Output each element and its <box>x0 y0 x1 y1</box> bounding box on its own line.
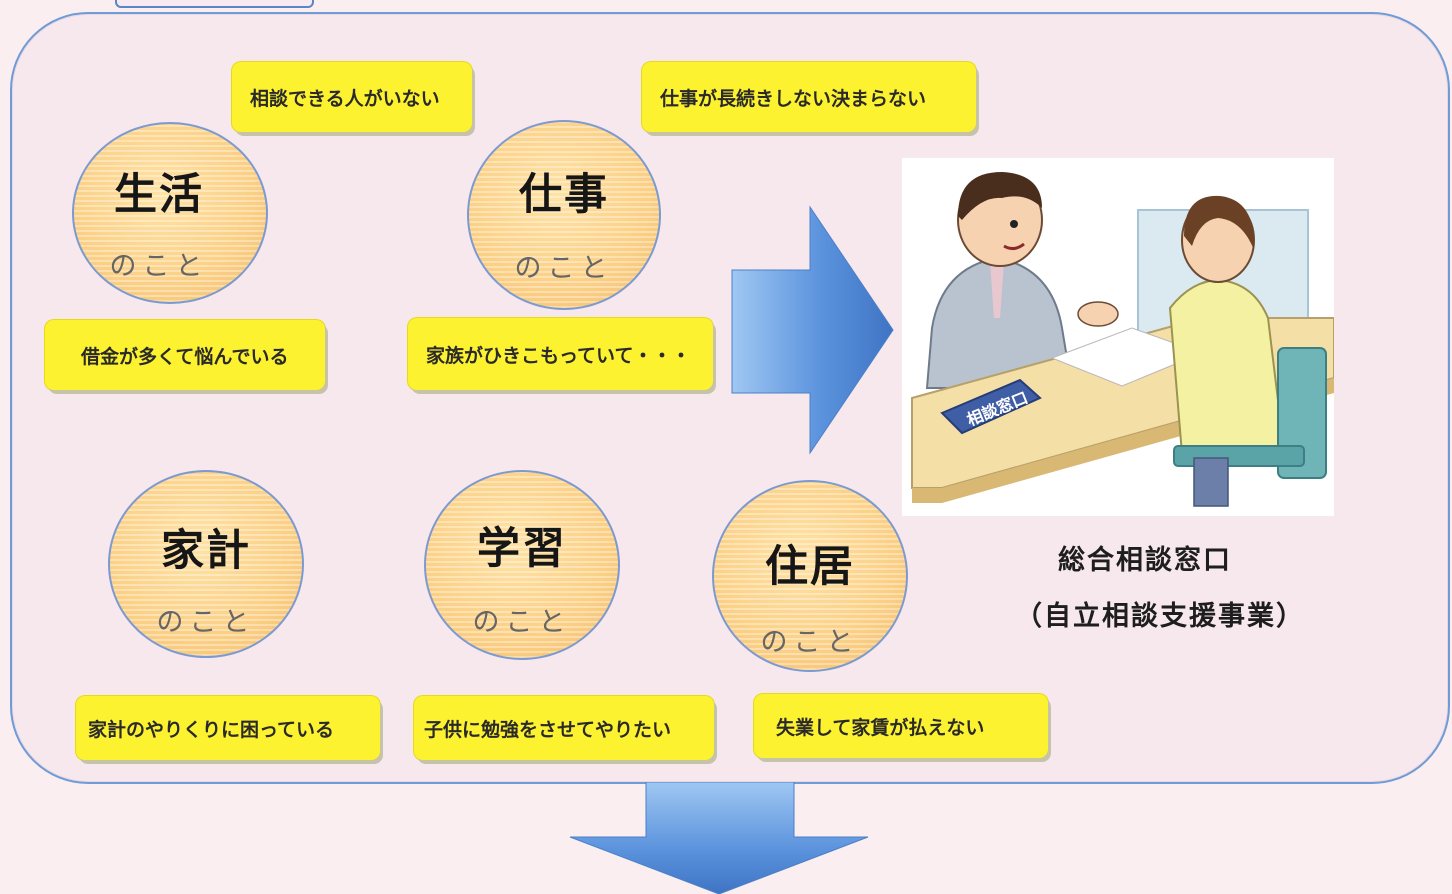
window-title: 総合相談窓口 <box>1058 545 1232 576</box>
note-text: 家族がひきこもっていて・・・ <box>426 344 691 367</box>
category-label: 学習 <box>477 524 567 574</box>
window-subtitle: （自立相談支援事業） <box>1015 601 1305 632</box>
category-housing: 住居 のこと <box>712 480 908 672</box>
consultation-illustration: 相談窓口 <box>902 158 1335 516</box>
note-no-one-to-consult: 相談できる人がいない <box>232 62 472 132</box>
note-unemployed-rent: 失業して家賃が払えない <box>754 694 1048 758</box>
category-study: 学習 のこと <box>424 470 620 660</box>
category-sublabel: のこと <box>156 607 256 638</box>
note-text: 相談できる人がいない <box>250 87 440 110</box>
note-child-study: 子供に勉強をさせてやりたい <box>414 696 714 760</box>
category-sublabel: のこと <box>760 627 860 658</box>
category-work: 仕事 のこと <box>467 120 661 310</box>
note-text: 失業して家賃が払えない <box>776 716 985 739</box>
category-life: 生活 のこと <box>72 122 268 304</box>
note-text: 家計のやりくりに困っている <box>88 718 335 741</box>
note-text: 仕事が長続きしない決まらない <box>660 87 927 110</box>
consultation-scene: 相談窓口 <box>911 172 1335 507</box>
note-text: 子供に勉強をさせてやりたい <box>424 718 672 741</box>
category-label: 生活 <box>114 170 204 220</box>
category-sublabel: のこと <box>514 253 614 284</box>
note-family-withdrawn: 家族がひきこもっていて・・・ <box>408 318 713 390</box>
right-arrow-icon <box>731 205 894 455</box>
category-household: 家計 のこと <box>108 470 304 658</box>
note-debt-worries: 借金が多くて悩んでいる <box>45 320 325 390</box>
category-sublabel: のこと <box>109 251 209 282</box>
note-text: 借金が多くて悩んでいる <box>81 345 289 368</box>
top-partial-box <box>115 0 314 8</box>
note-job-not-lasting: 仕事が長続きしない決まらない <box>642 62 976 132</box>
category-sublabel: のこと <box>472 607 572 638</box>
category-label: 仕事 <box>519 170 609 220</box>
category-label: 住居 <box>765 542 855 592</box>
category-label: 家計 <box>161 526 251 576</box>
down-arrow-icon <box>569 782 869 894</box>
note-household-budget: 家計のやりくりに困っている <box>76 696 380 760</box>
